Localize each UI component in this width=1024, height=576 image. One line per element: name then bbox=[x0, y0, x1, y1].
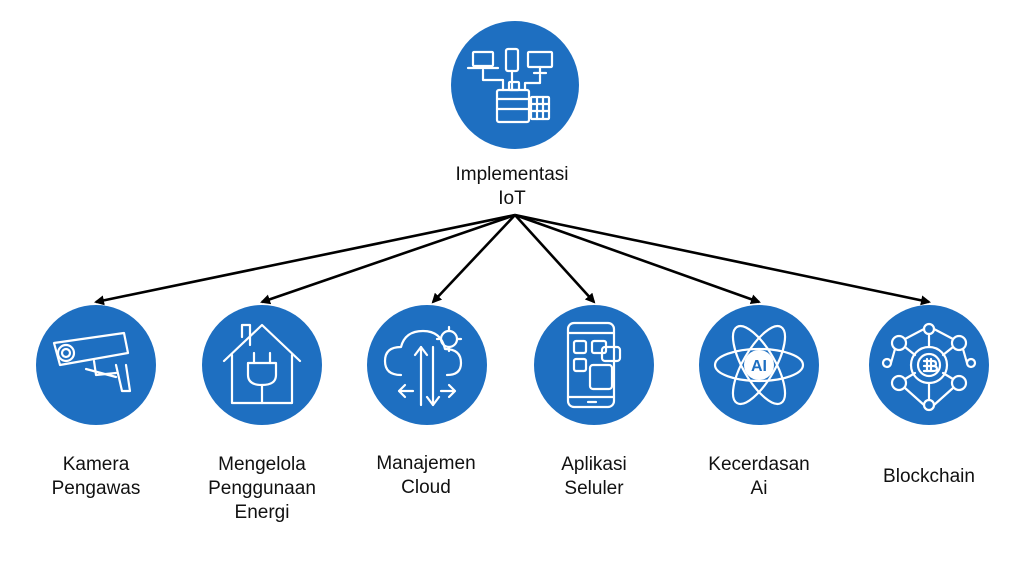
root-node bbox=[451, 21, 579, 149]
cctv-camera-icon bbox=[52, 331, 132, 393]
child-label-ai: Kecerdasan Ai bbox=[708, 454, 810, 499]
blockchain-network-icon bbox=[881, 322, 977, 412]
arrow-to-kamera bbox=[94, 213, 516, 306]
svg-text:AI: AI bbox=[751, 358, 767, 375]
child-label-cloud: Manajemen Cloud bbox=[376, 453, 476, 498]
arrow-to-blockchain bbox=[514, 213, 931, 306]
child-node-aplikasi bbox=[534, 305, 654, 425]
root-label: Implementasi IoT bbox=[455, 164, 569, 209]
arrows bbox=[94, 213, 931, 306]
child-node-kamera bbox=[36, 305, 156, 425]
child-label-blockchain: Blockchain bbox=[883, 466, 975, 487]
arrow-to-aplikasi bbox=[514, 214, 596, 304]
child-node-cloud bbox=[367, 305, 487, 425]
child-node-energi bbox=[202, 305, 322, 425]
child-label-kamera: Kamera Pengawas bbox=[51, 454, 141, 499]
iot-devices-icon bbox=[466, 47, 554, 124]
arrow-to-ai bbox=[514, 213, 761, 305]
child-node-ai: AI bbox=[699, 305, 819, 425]
arrow-to-energi bbox=[260, 213, 516, 305]
child-label-energi: Mengelola Penggunaan Energi bbox=[208, 454, 316, 523]
ai-atom-icon: AI bbox=[713, 324, 805, 406]
child-label-aplikasi: Aplikasi Seluler bbox=[561, 454, 627, 499]
mobile-app-icon bbox=[566, 321, 622, 409]
house-plug-icon bbox=[222, 323, 302, 405]
child-node-blockchain bbox=[869, 305, 989, 425]
cloud-gear-icon bbox=[383, 325, 463, 407]
arrow-to-cloud bbox=[431, 214, 516, 304]
